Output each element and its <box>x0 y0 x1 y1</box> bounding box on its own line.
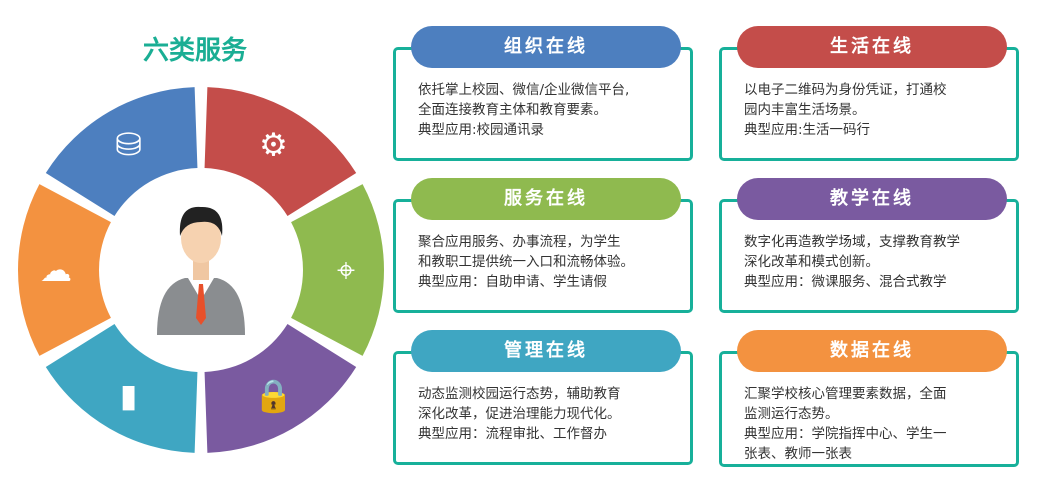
service-ring: ⛁ ⚙ ⌖ 🔒 ▮ ☁ <box>17 87 384 453</box>
ring-segment <box>204 324 357 453</box>
service-card-line: 聚合应用服务、办事流程，为学生 <box>418 234 621 250</box>
service-card-title: 组织在线 <box>411 26 681 68</box>
page-title: 六类服务 <box>143 36 248 66</box>
service-card-line: 典型应用：学院指挥中心、学生一 <box>744 426 947 442</box>
service-card-body: 动态监测校园运行态势，辅助教育深化改革，促进治理能力现代化。典型应用：流程审批、… <box>418 384 682 444</box>
service-card-line: 以电子二维码为身份凭证，打通校 <box>744 82 947 98</box>
service-card: 服务在线聚合应用服务、办事流程，为学生和教职工提供统一入口和流畅体验。典型应用：… <box>393 178 693 313</box>
service-card-body: 依托掌上校园、微信/企业微信平台, 全面连接教育主体和教育要素。典型应用:校园通讯… <box>418 80 682 140</box>
service-card-body: 数字化再造教学场域，支撑教育教学深化改革和模式创新。典型应用：微课服务、混合式教… <box>744 232 1008 292</box>
lock-icon: 🔒 <box>254 377 294 415</box>
service-card: 组织在线依托掌上校园、微信/企业微信平台, 全面连接教育主体和教育要素。典型应用:… <box>393 26 693 161</box>
service-card: 生活在线以电子二维码为身份凭证，打通校园内丰富生活场景。典型应用:生活一码行 <box>719 26 1019 161</box>
service-card-title: 生活在线 <box>737 26 1007 68</box>
service-card-line: 典型应用:生活一码行 <box>744 122 871 138</box>
bar-chart-icon: ▮ <box>120 377 138 415</box>
service-card-line: 典型应用:校园通讯录 <box>418 122 545 138</box>
ring-segment <box>17 184 111 356</box>
service-card-line: 依托掌上校园、微信/企业微信平台, <box>418 82 630 98</box>
service-card-line: 和教职工提供统一入口和流畅体验。 <box>418 254 634 270</box>
ring-segment <box>45 324 198 453</box>
service-card-line: 深化改革，促进治理能力现代化。 <box>418 406 621 422</box>
service-card-title: 管理在线 <box>411 330 681 372</box>
service-card-line: 典型应用：流程审批、工作督办 <box>418 426 607 442</box>
service-card-line: 园内丰富生活场景。 <box>744 102 866 118</box>
service-card-title: 服务在线 <box>411 178 681 220</box>
cloud-wifi-icon: ☁ <box>40 251 72 289</box>
service-card-line: 典型应用：微课服务、混合式教学 <box>744 274 947 290</box>
service-card-title: 数据在线 <box>737 330 1007 372</box>
service-card-title: 教学在线 <box>737 178 1007 220</box>
service-card-line: 数字化再造教学场域，支撑教育教学 <box>744 234 960 250</box>
service-card-line: 监测运行态势。 <box>744 406 839 422</box>
service-card: 管理在线动态监测校园运行态势，辅助教育深化改革，促进治理能力现代化。典型应用：流… <box>393 330 693 465</box>
service-card-line: 典型应用：自助申请、学生请假 <box>418 274 607 290</box>
ring-segment <box>204 87 357 216</box>
coins-icon: ⛁ <box>115 125 142 163</box>
person-avatar-icon <box>103 172 299 368</box>
ring-segment <box>45 87 198 216</box>
service-card-line: 汇聚学校核心管理要素数据，全面 <box>744 386 947 402</box>
gear-icon: ⚙ <box>259 125 288 163</box>
service-card-body: 聚合应用服务、办事流程，为学生和教职工提供统一入口和流畅体验。典型应用：自助申请… <box>418 232 682 292</box>
service-card-body: 汇聚学校核心管理要素数据，全面监测运行态势。典型应用：学院指挥中心、学生一张表、… <box>744 384 1008 464</box>
service-card-body: 以电子二维码为身份凭证，打通校园内丰富生活场景。典型应用:生活一码行 <box>744 80 1008 140</box>
service-card-line: 张表、教师一张表 <box>744 446 852 462</box>
service-card: 教学在线数字化再造教学场域，支撑教育教学深化改革和模式创新。典型应用：微课服务、… <box>719 178 1019 313</box>
service-card: 数据在线汇聚学校核心管理要素数据，全面监测运行态势。典型应用：学院指挥中心、学生… <box>719 330 1019 467</box>
service-card-line: 动态监测校园运行态势，辅助教育 <box>418 386 621 402</box>
location-pin-icon: ⌖ <box>337 251 355 289</box>
service-card-line: 全面连接教育主体和教育要素。 <box>418 102 607 118</box>
service-card-line: 深化改革和模式创新。 <box>744 254 879 270</box>
ring-segment <box>291 184 384 356</box>
